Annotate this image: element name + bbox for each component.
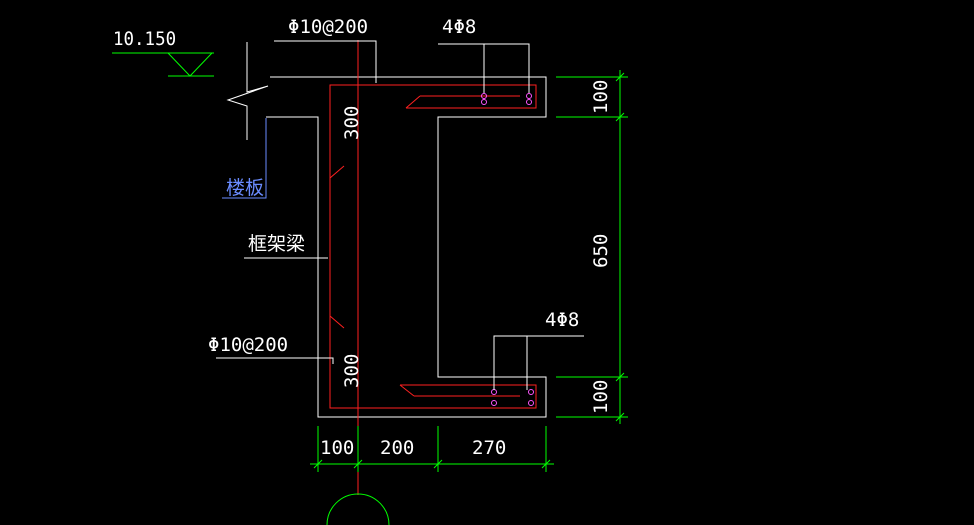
main-stirrup: [329, 84, 537, 409]
right-dim-middle: 650: [590, 234, 612, 268]
top-bars-label: 4Φ8: [442, 16, 476, 38]
bottom-dimensions: [310, 426, 554, 525]
elevation-marker: 10.150: [112, 28, 214, 77]
dim-tick: [615, 372, 625, 382]
bottom-dim-left: 100: [320, 437, 354, 459]
dim-tick: [615, 112, 625, 122]
callout-leaders: [216, 40, 584, 390]
bottom-dim-right: 270: [472, 437, 506, 459]
right-dim-bottom: 100: [590, 380, 612, 414]
rebar-cage: [329, 40, 537, 495]
top-stirrup-leader: [274, 40, 377, 83]
top-hook: [405, 95, 421, 109]
dim-tick: [615, 72, 625, 82]
bottom-bar-dot: [528, 389, 534, 395]
top-bar-dot: [481, 99, 487, 105]
frame-beam-leader: 框架梁: [244, 233, 328, 259]
top-stirrup-label: Φ10@200: [288, 16, 368, 38]
bottom-stirrup-leader: [216, 357, 334, 364]
dim-tick: [615, 412, 625, 422]
bottom-dim-middle: 200: [380, 437, 414, 459]
top-bars-leader: [483, 43, 530, 93]
dim-tick: [353, 459, 363, 469]
beam-outline-shape: [266, 76, 547, 418]
top-bar-dot: [526, 93, 532, 99]
side-hook-bottom: [329, 315, 345, 329]
break-line-symbol: [226, 42, 269, 140]
top-bar-dot: [526, 99, 532, 105]
axis-bubble: [326, 493, 390, 525]
elevation-label: 10.150: [113, 28, 176, 50]
slab-leader: 楼板: [222, 118, 267, 199]
bottom-bar-dot: [491, 389, 497, 395]
side-hook-top: [329, 165, 345, 179]
elevation-triangle: [167, 52, 213, 77]
right-dimensions: [556, 70, 628, 424]
slab-leader-line: [222, 118, 267, 199]
dim-tick: [433, 459, 443, 469]
top-bar-dot: [481, 93, 487, 99]
bottom-stirrup-label: Φ10@200: [208, 334, 288, 356]
rebar-dots: [481, 93, 534, 406]
right-dim-top: 100: [590, 80, 612, 114]
bottom-hook: [399, 384, 415, 397]
dim-tick: [541, 459, 551, 469]
frame-beam-label: 框架梁: [248, 233, 305, 255]
beam-outline: [226, 42, 547, 418]
slab-label: 楼板: [226, 177, 264, 199]
dim-tick: [313, 459, 323, 469]
web-top-300-label: 300: [341, 106, 363, 140]
bottom-bar-dot: [491, 400, 497, 406]
web-bottom-300-label: 300: [341, 354, 363, 388]
bottom-bars-leader: [493, 335, 528, 390]
bottom-bar-dot: [528, 400, 534, 406]
bottom-bars-label: 4Φ8: [545, 309, 579, 331]
